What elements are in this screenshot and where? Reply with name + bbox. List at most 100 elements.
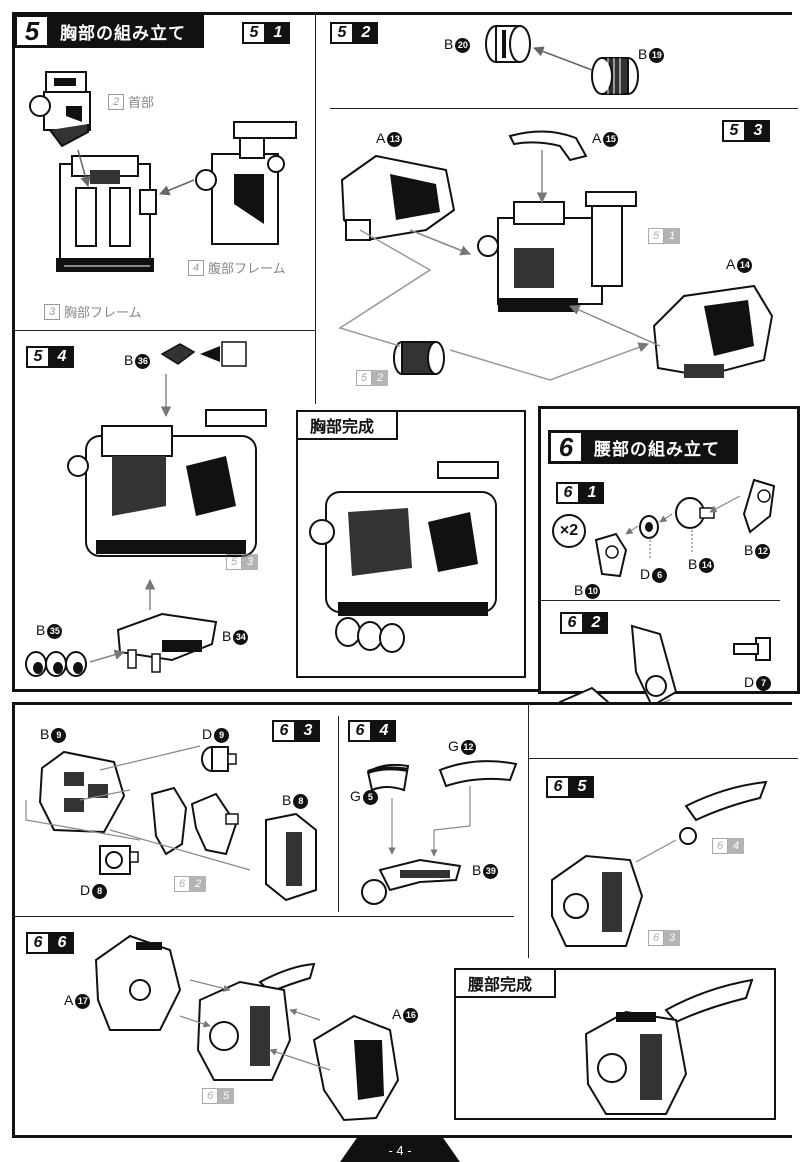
- step-5-3: 5 3: [722, 120, 770, 142]
- b9-part-drawing: [38, 750, 126, 834]
- step-6-5-drawing: [551, 780, 768, 947]
- b20-part-drawing: [485, 25, 531, 63]
- b10-part-drawing: [594, 532, 628, 578]
- d9-part-drawing: [201, 746, 237, 772]
- waist-assembly-drawing: [196, 962, 316, 1081]
- chest-assembled-drawing: [67, 409, 267, 557]
- step-minor: 2: [354, 22, 378, 44]
- d8-part-drawing: [99, 845, 139, 875]
- step-major: 5: [242, 22, 266, 44]
- d7-part-drawing: [733, 637, 771, 661]
- step-major: 6: [348, 720, 372, 742]
- step-minor: 1: [580, 482, 604, 504]
- step-5-1: 5 1: [242, 22, 290, 44]
- abdomen-frame-drawing: [195, 121, 297, 245]
- step-6-5: 6 5: [546, 776, 594, 798]
- step-6-1-arrows: [625, 495, 741, 560]
- assembly-arrows: [77, 149, 195, 196]
- ref-number: 2: [108, 93, 124, 110]
- step-minor: 4: [372, 720, 396, 742]
- neck-label: 2 首部: [108, 92, 154, 111]
- section-5-title: 5 胸部の組み立て: [14, 14, 204, 48]
- waist-complete-drawing: [584, 978, 754, 1115]
- ref-number: 3: [44, 303, 60, 320]
- step-minor: 6: [50, 932, 74, 954]
- abdomen-frame-label: 4 腹部フレーム: [188, 258, 286, 277]
- section-title-text: 胸部の組み立て: [60, 23, 186, 43]
- g5-part-drawing: [366, 763, 410, 792]
- step-minor: 3: [296, 720, 320, 742]
- b19-part-drawing: [591, 57, 639, 95]
- b20-b19-roller-drawing: [393, 341, 445, 375]
- waist-complete-box: 腰部完成: [454, 968, 776, 1120]
- step-major: 6: [272, 720, 296, 742]
- a13-part-drawing: [340, 154, 456, 242]
- b39-part-drawing: [361, 858, 462, 905]
- a14-part-drawing: [652, 284, 774, 378]
- step-6-4-arrows: [388, 786, 471, 857]
- d6-part-drawing: [639, 515, 659, 539]
- divider: [315, 14, 316, 404]
- chest-frame-label: 3 胸部フレーム: [44, 302, 142, 321]
- step-6-3-lines: [25, 745, 251, 871]
- label-text: 腹部フレーム: [208, 261, 286, 276]
- section-number: 5: [14, 14, 50, 48]
- b14-part-drawing: [675, 497, 715, 529]
- step-5-4: 5 4: [26, 346, 74, 368]
- step-minor: 5: [570, 776, 594, 798]
- divider: [14, 916, 514, 917]
- divider: [338, 716, 339, 912]
- section-number: 6: [548, 430, 584, 464]
- page-number: - 4 -: [340, 1138, 460, 1162]
- step-minor: 3: [746, 120, 770, 142]
- step-major: 5: [330, 22, 354, 44]
- multiplier-badge: ×2: [552, 514, 586, 548]
- step-5-3-arrows: [338, 150, 661, 381]
- b36-part-drawing: [160, 341, 247, 367]
- step-6-2: 6 2: [560, 612, 608, 634]
- chest-complete-drawing: [309, 461, 499, 653]
- step-major: 6: [26, 932, 50, 954]
- step-6-4: 6 4: [348, 720, 396, 742]
- step-5-4-arrows: [89, 374, 172, 663]
- chest-assembly-drawing: [477, 191, 637, 312]
- section-title-text: 腰部の組み立て: [594, 439, 720, 459]
- a17-part-drawing: [94, 934, 182, 1031]
- b8-part-drawing: [265, 812, 317, 902]
- b34-part-drawing: [116, 612, 218, 673]
- section-6-title: 6 腰部の組み立て: [548, 430, 738, 464]
- step-6-3: 6 3: [272, 720, 320, 742]
- step-major: 6: [556, 482, 580, 504]
- ref-number: 4: [188, 259, 204, 276]
- step-6-1: 6 1: [556, 482, 604, 504]
- step-minor: 4: [50, 346, 74, 368]
- step-major: 6: [560, 612, 584, 634]
- divider: [14, 330, 316, 331]
- step-major: 6: [546, 776, 570, 798]
- chest-complete-box: 胸部完成: [296, 410, 526, 678]
- center-bracket-drawing: [150, 786, 239, 856]
- chest-frame-drawing: [56, 155, 157, 272]
